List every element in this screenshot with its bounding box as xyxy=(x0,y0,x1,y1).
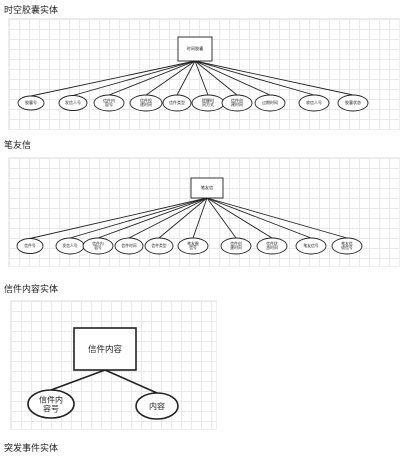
time-capsule-connector-9 xyxy=(194,60,315,96)
letter-content-connector-1 xyxy=(50,369,106,391)
time-capsule-attribute-label-6: 提醒时间方式 xyxy=(202,97,214,107)
time-capsule-attribute-ellipse-9 xyxy=(298,94,330,112)
time-capsule-attribute-ellipse-10 xyxy=(337,94,369,112)
pen-pal-attribute-label-9: 笔友信号 xyxy=(303,243,318,248)
time-capsule-connector-10 xyxy=(194,60,354,96)
pen-pal-connector-8 xyxy=(206,197,273,239)
pen-pal-connector-6 xyxy=(192,197,208,239)
time-capsule-attribute-label-9: 收信人号 xyxy=(306,99,322,105)
time-capsule-attribute-ellipse-2 xyxy=(58,95,88,111)
pen-pal-attribute-ellipse-4 xyxy=(114,237,144,255)
pen-pal-connector-9 xyxy=(206,197,312,239)
pen-pal-attribute-label-10: 笔友信收信号 xyxy=(341,241,353,250)
pen-pal-attribute-ellipse-6 xyxy=(177,237,209,255)
time-capsule-attribute-label-10: 胶囊状态 xyxy=(345,99,361,105)
heading-time-capsule-entity: 时空胶囊实体 xyxy=(4,6,59,16)
letter-content-entity-label: 信件内容 xyxy=(88,344,123,355)
time-capsule-attribute-ellipse-8 xyxy=(254,94,286,112)
letter-content-connector-2 xyxy=(104,369,158,394)
time-capsule-attribute-ellipse-3 xyxy=(93,94,125,112)
time-capsule-attribute-label-2: 发信人号 xyxy=(65,99,81,105)
time-capsule-connector-4 xyxy=(145,60,196,96)
time-capsule-attribute-ellipse-4 xyxy=(129,94,163,112)
pen-pal-connector-7 xyxy=(206,197,237,239)
letter-content-entity-box xyxy=(73,327,137,371)
pen-pal-attribute-label-2: 发信人号 xyxy=(62,243,77,248)
time-capsule-attribute-label-7: 信件创建时间 xyxy=(231,97,243,107)
pen-pal-attribute-ellipse-10 xyxy=(331,237,363,255)
time-capsule-attribute-label-1: 胶囊号 xyxy=(25,99,37,105)
pen-pal-attribute-label-4: 信件时间 xyxy=(121,243,136,248)
time-capsule-attribute-label-8: 过期时间 xyxy=(262,99,278,105)
pen-pal-connector-1 xyxy=(29,197,208,239)
pen-pal-entity-label: 笔友信 xyxy=(201,184,214,191)
pen-pal-attribute-ellipse-5 xyxy=(144,237,174,255)
time-capsule-connector-8 xyxy=(194,60,271,96)
pen-pal-attribute-ellipse-8 xyxy=(256,237,288,255)
pen-pal-connector-4 xyxy=(128,197,208,239)
pen-pal-attribute-label-7: 信件创建时间 xyxy=(230,241,242,250)
time-capsule-attribute-ellipse-1 xyxy=(17,95,45,111)
pen-pal-entity-box xyxy=(190,177,224,199)
pen-pal-connector-3 xyxy=(97,197,208,239)
pen-pal-attribute-ellipse-7 xyxy=(220,237,252,255)
time-capsule-connector-3 xyxy=(108,60,196,96)
letter-content-attribute-label-1: 信件内容号 xyxy=(39,394,63,413)
pen-pal-connector-2 xyxy=(69,197,208,239)
pen-pal-attribute-ellipse-1 xyxy=(16,238,44,254)
pen-pal-attribute-ellipse-9 xyxy=(295,237,327,255)
time-capsule-attribute-ellipse-5 xyxy=(162,94,192,112)
pen-pal-attribute-label-8: 信件状态时间 xyxy=(266,241,278,250)
pen-pal-attribute-label-5: 信件类型 xyxy=(151,243,166,248)
time-capsule-connector-7 xyxy=(194,60,238,96)
time-capsule-connector-2 xyxy=(72,60,196,96)
pen-pal-connector-5 xyxy=(158,197,208,239)
time-capsule-attribute-ellipse-7 xyxy=(221,94,253,112)
time-capsule-connector-6 xyxy=(194,60,209,96)
pen-pal-attribute-ellipse-3 xyxy=(82,237,114,255)
heading-sudden-event-entity: 突发事件实体 xyxy=(4,444,59,454)
time-capsule-entity-box xyxy=(177,36,213,62)
time-capsule-attribute-label-5: 信件类型 xyxy=(169,99,185,105)
time-capsule-connector-1 xyxy=(30,60,196,97)
pen-pal-attribute-label-3: 信件内容号 xyxy=(92,241,104,250)
letter-content-attribute-label-2: 内容 xyxy=(149,401,165,411)
letter-content-attribute-ellipse-1 xyxy=(27,389,75,419)
pen-pal-connector-10 xyxy=(206,197,348,239)
letter-content-attribute-ellipse-2 xyxy=(135,392,179,420)
time-capsule-connector-5 xyxy=(176,60,196,96)
time-capsule-attribute-label-3: 信件内容号 xyxy=(103,97,115,107)
pen-pal-attribute-label-6: 笔友圈信号 xyxy=(187,241,199,250)
pen-pal-attribute-label-1: 信件号 xyxy=(24,243,36,248)
heading-letter-content-entity: 信件内容实体 xyxy=(4,285,59,295)
heading-pen-pal-letter: 笔友信 xyxy=(4,141,32,151)
time-capsule-attribute-label-4: 信件投递时间 xyxy=(140,97,152,107)
time-capsule-entity-label: 时间胶囊 xyxy=(187,45,204,52)
